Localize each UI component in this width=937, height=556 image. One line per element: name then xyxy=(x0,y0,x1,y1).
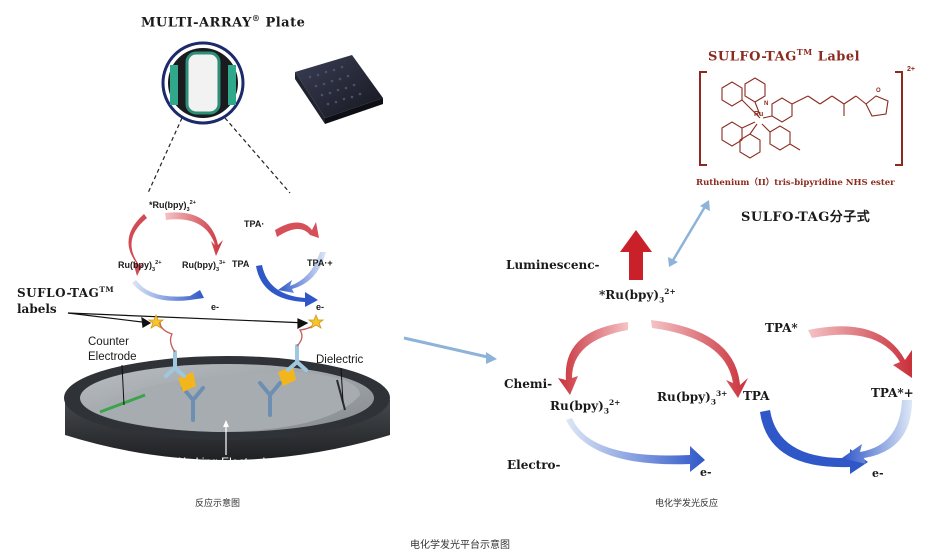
transition-arrow xyxy=(403,336,497,364)
luminescence-label: Luminescenc- xyxy=(506,258,600,272)
left-ru3-sub: 3 xyxy=(216,266,220,273)
suflo-tag-text: SUFLO-TAG xyxy=(17,286,100,300)
footer-caption: 电化学发光平台示意图 xyxy=(410,540,510,551)
left-ru-star-sub: 3 xyxy=(186,206,190,213)
right-cycle-arrows xyxy=(558,320,912,474)
label-title-suffix: Label xyxy=(812,49,861,65)
left-ru2-text: Ru(bpy) xyxy=(118,260,152,270)
right-ru2-charge: 2+ xyxy=(609,398,621,407)
right-tpa-label: TPA xyxy=(743,389,770,403)
right-ru-star-charge: 2+ xyxy=(664,287,676,296)
plate-title-text: MULTI-ARRAY xyxy=(141,15,252,31)
star-icon xyxy=(307,313,325,329)
left-caption: 反应示意图 xyxy=(195,499,241,509)
right-ru3-text: Ru(bpy) xyxy=(657,390,711,404)
multi-array-plate-icon xyxy=(295,55,383,124)
left-ru-star-charge: 2+ xyxy=(189,200,196,206)
chemi-label: Chemi- xyxy=(504,377,553,391)
working-electrode-label: Working Electrode xyxy=(174,455,272,469)
molecule-name: Ruthenium（II）tris-bipyridine NHS ester xyxy=(696,178,895,188)
label-title-tm: TM xyxy=(796,47,813,57)
right-tpa-star-plus-label: TPA*+ xyxy=(871,386,914,400)
right-tpa-star-label: TPA* xyxy=(765,321,798,335)
left-ru2-charge: 2+ xyxy=(155,260,162,266)
star-icon xyxy=(147,313,165,329)
n-atom-label: N xyxy=(764,101,769,107)
left-tpa-label: TPA xyxy=(232,259,250,269)
left-ru3-label: Ru(bpy)33+ xyxy=(182,260,225,273)
right-caption: 电化学发光反应 xyxy=(655,499,719,509)
sulfo-tag-label-title: SULFO-TAGTM Label xyxy=(708,47,860,64)
right-ru-star-sub: 3 xyxy=(659,295,665,305)
plate-title-suffix: Plate xyxy=(260,15,306,31)
zoom-line-right xyxy=(224,117,291,194)
left-e-minus-2: e- xyxy=(316,302,325,312)
antigen-right xyxy=(278,366,296,386)
suflo-tag-tm: TM xyxy=(99,285,115,294)
o-atom-label: O xyxy=(876,88,881,94)
antibody-capture-right xyxy=(258,381,282,417)
right-ru-star-label: *Ru(bpy)32+ xyxy=(599,287,676,304)
labels-text: labels xyxy=(17,302,57,316)
working-electrode-arrowhead xyxy=(223,420,229,427)
plate-well-icon xyxy=(161,41,245,125)
linker-left xyxy=(159,321,176,353)
right-e-minus-1: e- xyxy=(700,466,712,479)
left-ru3-text: Ru(bpy) xyxy=(182,260,216,270)
dielectric-label: Dielectric xyxy=(316,354,364,366)
label-title-text: SULFO-TAG xyxy=(708,49,797,65)
right-ru2-sub: 3 xyxy=(603,406,609,416)
right-ru2-text: Ru(bpy) xyxy=(550,399,604,413)
plate-title: MULTI-ARRAY® Plate xyxy=(141,13,305,30)
plate-title-reg: ® xyxy=(251,13,261,23)
ru-atom-label: Ru xyxy=(754,111,764,118)
electro-label: Electro- xyxy=(507,458,561,472)
right-ru3-label: Ru(bpy)33+ xyxy=(657,389,727,406)
electrode-disk xyxy=(64,356,390,460)
luminescence-arrow-icon xyxy=(620,230,652,280)
right-ru3-charge: 3+ xyxy=(716,389,728,398)
left-ru2-sub: 3 xyxy=(152,266,156,273)
sulfo-tag-molecule xyxy=(699,71,903,166)
double-arrow xyxy=(668,200,710,267)
antibody-detect-left xyxy=(164,350,186,378)
formula-caption: SULFO-TAG分子式 xyxy=(741,210,871,225)
left-ru-star-label: *Ru(bpy)32+ xyxy=(149,200,196,213)
label-pointer-lines xyxy=(67,312,309,330)
left-ru-star-text: *Ru(bpy) xyxy=(149,200,187,210)
right-ru2-label: Ru(bpy)32+ xyxy=(550,398,620,415)
charge-label: 2+ xyxy=(907,66,915,73)
left-e-minus-1: e- xyxy=(211,302,220,312)
suflo-tag-labels: SUFLO-TAGTM xyxy=(17,285,114,300)
dielectric-pointer xyxy=(340,367,344,403)
right-ru3-sub: 3 xyxy=(710,397,716,407)
right-ru-star-text: *Ru(bpy) xyxy=(599,288,660,302)
counter-electrode-line1: Counter xyxy=(88,336,129,348)
counter-electrode-pointer xyxy=(121,364,125,406)
zoom-line-left xyxy=(147,117,183,194)
antibody-detect-right xyxy=(286,344,308,372)
left-cycle-arrows xyxy=(128,212,326,307)
left-tpa-dot-label: TPA· xyxy=(244,219,265,229)
left-tpa-plus-label: TPA·+ xyxy=(307,258,333,268)
counter-electrode-label: Counter Electrode xyxy=(88,335,137,365)
left-ru2-label: Ru(bpy)32+ xyxy=(118,260,161,273)
right-e-minus-2: e- xyxy=(872,467,884,480)
left-ru3-charge: 3+ xyxy=(219,260,226,266)
counter-electrode-line2: Electrode xyxy=(88,351,137,363)
